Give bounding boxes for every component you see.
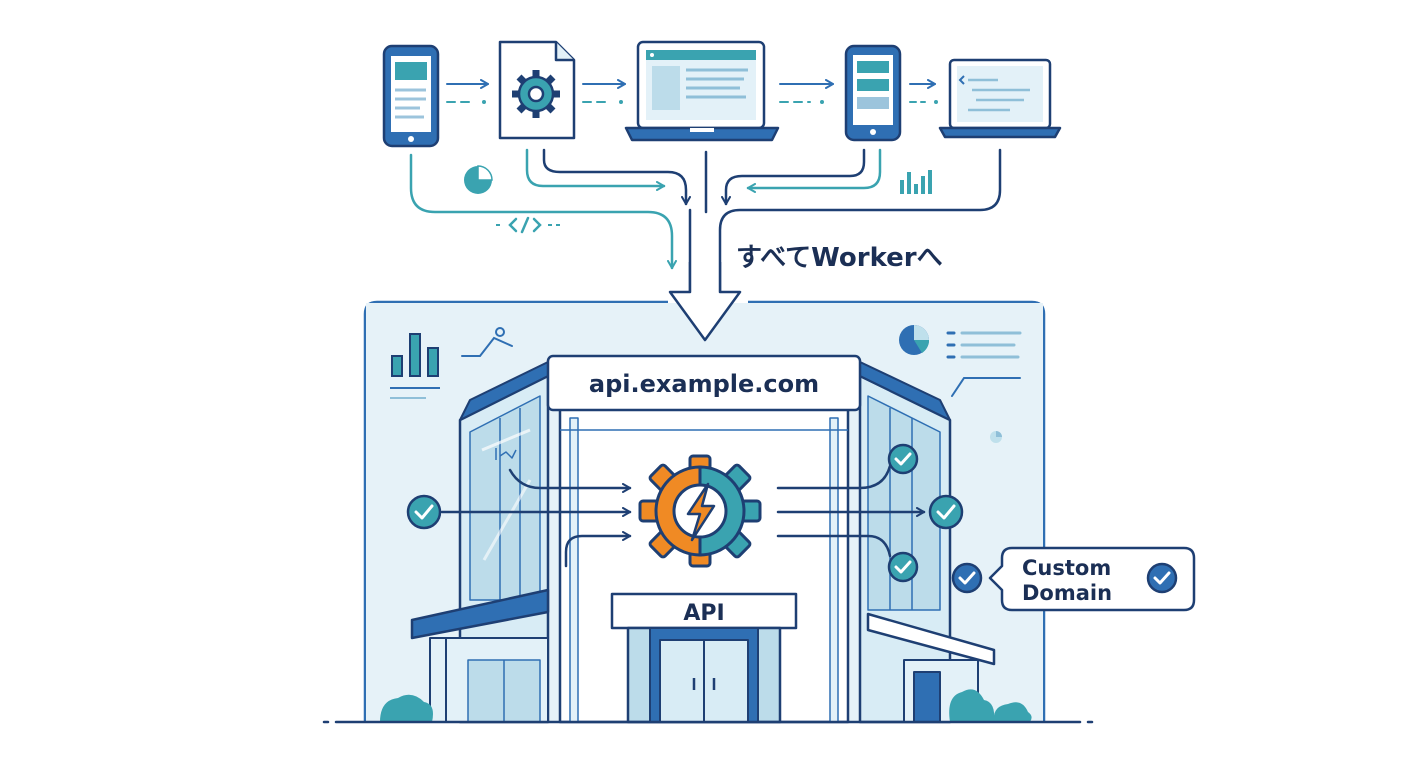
gear-icon <box>512 70 560 118</box>
code-tag-icon <box>494 216 562 234</box>
bar-chart-icon <box>900 170 932 194</box>
check-circle-icon <box>887 551 919 583</box>
worker-caption: すべてWorkerへ <box>736 243 943 273</box>
panel-line-chart-icon <box>461 327 513 357</box>
lightning-bolt-icon <box>686 482 716 542</box>
laptop-code-editor <box>938 58 1062 139</box>
pie-chart-icon <box>464 165 493 194</box>
outgoing-arrows <box>776 464 926 558</box>
panel-bar-chart-icon <box>390 333 440 399</box>
main-down-arrow <box>668 262 742 342</box>
gear-bolt-icon <box>638 454 762 568</box>
panel-pie-chart-icon <box>899 325 930 355</box>
check-circle-icon <box>1146 562 1178 594</box>
check-circle-icon <box>928 494 964 530</box>
panel-list-icon <box>946 331 1022 397</box>
api-sign-label: API <box>683 601 724 626</box>
config-document <box>498 40 576 140</box>
check-circle-icon <box>887 443 919 475</box>
panel-small-pie-icon <box>990 431 1002 443</box>
tablet-device <box>844 44 902 142</box>
check-circle-icon <box>406 494 442 530</box>
incoming-arrows <box>440 468 632 568</box>
laptop-browser <box>624 40 780 142</box>
phone-device <box>382 44 440 148</box>
domain-label: api.example.com <box>589 370 819 398</box>
device-flow-arrows <box>446 79 938 104</box>
check-circle-icon <box>951 562 983 594</box>
api-building <box>380 361 1032 724</box>
custom-domain-label-line2: Domain <box>1022 581 1112 605</box>
domain-sign: api.example.com <box>546 354 862 412</box>
custom-domain-callout: Custom Domain <box>988 546 1196 612</box>
custom-domain-label-line1: Custom <box>1022 556 1111 580</box>
